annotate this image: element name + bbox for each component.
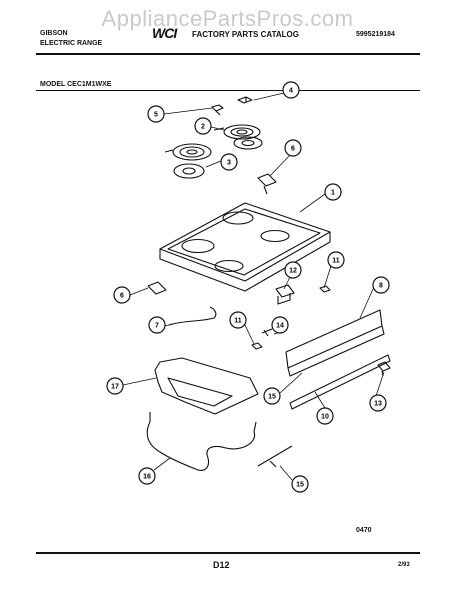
callout-2: 2 bbox=[194, 117, 212, 135]
watermark-text: AppliancePartsPros.com bbox=[101, 6, 354, 31]
callout-3: 3 bbox=[220, 153, 238, 171]
catalog-title: FACTORY PARTS CATALOG bbox=[192, 30, 299, 39]
callout-14: 14 bbox=[271, 316, 289, 334]
callout-label: 2 bbox=[201, 124, 205, 131]
knob-part-lower bbox=[251, 342, 263, 350]
infinite-switch-part bbox=[275, 284, 295, 305]
callout-label: 11 bbox=[234, 318, 242, 325]
callout-15: 15 bbox=[291, 475, 309, 493]
control-panel-part bbox=[285, 309, 385, 377]
terminal-block-part bbox=[237, 96, 253, 104]
callout-label: 15 bbox=[268, 394, 276, 401]
callout-label: 8 bbox=[379, 283, 383, 290]
callout-label: 12 bbox=[289, 268, 297, 275]
bake-element-part bbox=[154, 357, 259, 415]
trim-strip-part bbox=[289, 354, 391, 410]
callout-6: 6 bbox=[284, 139, 302, 157]
callout-label: 3 bbox=[227, 160, 231, 167]
bracket-part-upper bbox=[257, 173, 277, 195]
callout-label: 15 bbox=[296, 482, 304, 489]
callout-label: 6 bbox=[291, 146, 295, 153]
callout-12: 12 bbox=[284, 261, 302, 279]
cooktop-part bbox=[159, 202, 331, 292]
callout-label: 4 bbox=[289, 88, 293, 95]
sensor-part bbox=[257, 445, 293, 468]
receptacle-part bbox=[211, 104, 224, 116]
callout-7: 7 bbox=[148, 316, 166, 334]
wci-logo: WCI bbox=[152, 25, 177, 41]
product-name: ELECTRIC RANGE bbox=[40, 40, 103, 47]
callout-11: 11 bbox=[229, 311, 247, 329]
knob-part-upper bbox=[319, 285, 331, 293]
callout-label: 10 bbox=[321, 414, 329, 421]
callout-17: 17 bbox=[106, 377, 124, 395]
callout-6: 6 bbox=[113, 286, 131, 304]
drip-bowl-parts bbox=[173, 136, 263, 179]
callout-11: 11 bbox=[327, 251, 345, 269]
model-number: MODEL CEC1M1WXE bbox=[40, 81, 112, 88]
callout-label: 6 bbox=[120, 293, 124, 300]
callout-label: 1 bbox=[331, 190, 335, 197]
callout-4: 4 bbox=[282, 81, 300, 99]
footer-date: 2/93 bbox=[398, 562, 410, 568]
bracket-part-lower bbox=[147, 281, 167, 295]
callout-8: 8 bbox=[372, 276, 390, 294]
leader-lines bbox=[122, 92, 385, 481]
callout-label: 16 bbox=[143, 474, 151, 481]
model-rule bbox=[36, 90, 420, 91]
surface-element-parts bbox=[164, 124, 261, 161]
wire-harness-part bbox=[168, 306, 217, 326]
screw-part bbox=[261, 328, 273, 337]
catalog-number: 5995219184 bbox=[356, 31, 395, 38]
callout-16: 16 bbox=[138, 467, 156, 485]
diagram-code: 0470 bbox=[356, 527, 372, 534]
brand-name: GIBSON bbox=[40, 30, 68, 37]
callout-10: 10 bbox=[316, 407, 334, 425]
header-rule bbox=[36, 53, 420, 55]
callout-label: 11 bbox=[332, 258, 340, 265]
footer-rule bbox=[36, 552, 420, 554]
callout-13: 13 bbox=[369, 394, 387, 412]
broil-element-part bbox=[146, 421, 256, 471]
callout-label: 13 bbox=[374, 401, 382, 408]
callout-15: 15 bbox=[263, 387, 281, 405]
callout-label: 17 bbox=[111, 384, 119, 391]
page-number: D12 bbox=[213, 560, 230, 570]
callout-1: 1 bbox=[324, 183, 342, 201]
callout-label: 7 bbox=[155, 323, 159, 330]
callout-label: 5 bbox=[154, 112, 158, 119]
callout-label: 14 bbox=[276, 323, 284, 330]
callout-5: 5 bbox=[147, 105, 165, 123]
